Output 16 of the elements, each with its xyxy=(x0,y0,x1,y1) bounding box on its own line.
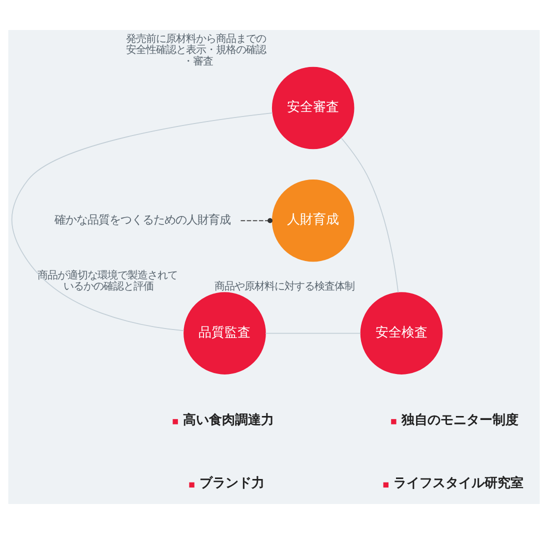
node-text: 確かな品質をつくるための人財育成 xyxy=(54,214,230,227)
connector xyxy=(240,218,273,224)
node-circle: 安全検査 xyxy=(360,292,443,374)
connector xyxy=(265,332,362,334)
connector xyxy=(340,137,399,294)
label: ブランド力 xyxy=(200,476,265,492)
node-circle: 安全審査 xyxy=(272,66,354,150)
node-label: 商品が適切な環境で製造されているかの確認と評価 xyxy=(38,269,178,293)
node-label: 発売前に原材料から商品までの安全性確認と表示・規格の確認・審査 xyxy=(126,32,266,68)
node-label: 商品や原材料に対する検査体制 xyxy=(214,280,354,293)
label: 独自のモニター制度 xyxy=(401,412,518,428)
connector xyxy=(11,112,273,332)
label: ライフスタイル研究室 xyxy=(394,476,524,492)
node-circle: 人財育成 xyxy=(272,179,354,262)
label: 高い食肉調達力 xyxy=(183,412,274,428)
node-circle: 品質監査 xyxy=(184,292,266,374)
